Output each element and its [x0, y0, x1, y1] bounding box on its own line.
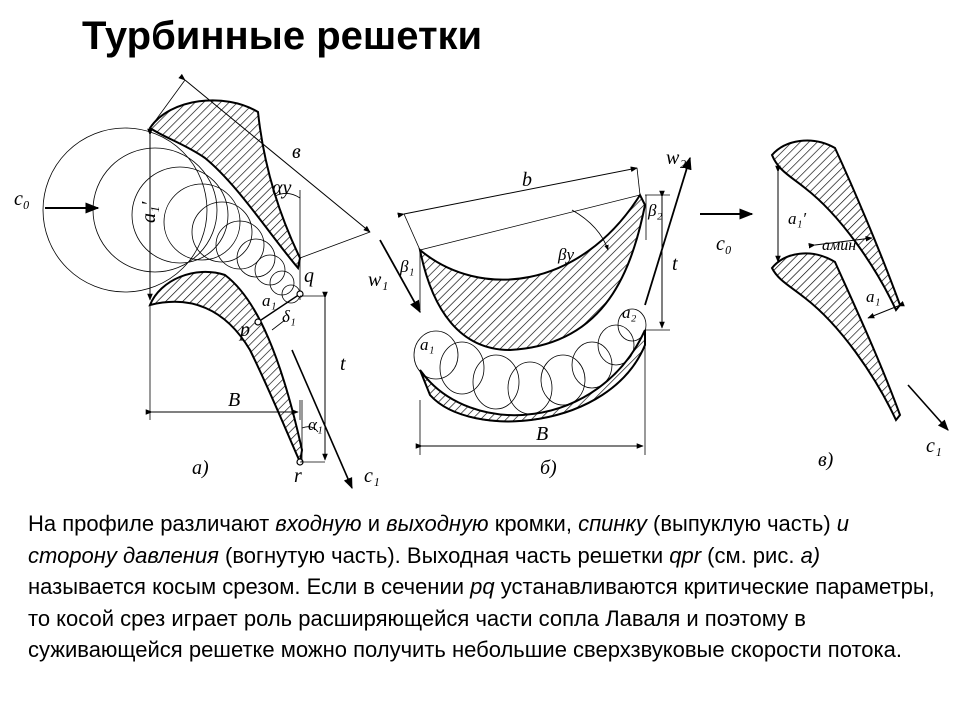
label-beta-y: βу	[557, 245, 574, 264]
label-a1: a₁	[262, 291, 276, 310]
label-c0-v: c₀	[716, 233, 732, 255]
label-a1-b: a₁	[420, 335, 434, 354]
label-a1-prime-v: a₁′	[788, 209, 806, 228]
panel-b-circles	[413, 308, 647, 415]
panel-a-labels: c₀ a₁′ в αу q a₁ δ₁ p t В α₁ r c₁ а)	[14, 141, 380, 487]
panel-v-lower-blade	[770, 252, 902, 422]
caption-panel-b: б)	[540, 457, 557, 479]
slide-title: Турбинные решетки	[82, 14, 483, 58]
label-r: r	[294, 465, 302, 487]
label-chord-b-b: b	[522, 169, 532, 191]
panel-b-labels: b w₂ β₂ βу t w₁ β₁ a₁ a₂ В б)	[368, 147, 686, 479]
label-a2: a₂	[622, 303, 637, 322]
label-w1: w₁	[368, 269, 388, 291]
label-a1-v: a₁	[866, 287, 880, 306]
label-p: p	[238, 319, 250, 341]
label-c0: c₀	[14, 188, 30, 210]
label-q: q	[304, 265, 314, 287]
panel-v-figure	[700, 139, 949, 431]
panel-v-labels: c₀ a₁′ aмин a₁ c₁ в)	[716, 209, 942, 471]
label-a1-prime: a₁′	[138, 201, 160, 223]
label-delta1: δ₁	[282, 307, 296, 326]
label-beta2: β₂	[647, 201, 662, 220]
caption-panel-v: в)	[818, 449, 834, 471]
panel-a-figure	[42, 73, 371, 490]
caption-panel-a: а)	[192, 457, 209, 479]
turbine-cascade-figure: c₀ a₁′ в αу q a₁ δ₁ p t В α₁ r c₁ а)	[14, 73, 949, 490]
body-paragraph: На профиле различают входную и выходную …	[28, 511, 935, 662]
label-chord-b: в	[292, 141, 301, 163]
label-t: t	[340, 353, 346, 375]
label-beta1: β₁	[399, 257, 414, 276]
label-c1-v: c₁	[926, 435, 942, 457]
label-B: В	[228, 389, 240, 411]
label-alpha-y: αу	[272, 177, 291, 199]
panel-b-figure	[379, 156, 692, 455]
label-w2: w₂	[666, 147, 686, 169]
label-a-min: aмин	[822, 237, 856, 254]
label-c1: c₁	[364, 465, 380, 487]
panel-a-lower-blade	[148, 270, 304, 466]
label-B-b: В	[536, 423, 548, 445]
label-alpha1: α₁	[308, 415, 323, 434]
label-t-b: t	[672, 253, 678, 275]
panel-b-upper-blade	[418, 192, 647, 352]
